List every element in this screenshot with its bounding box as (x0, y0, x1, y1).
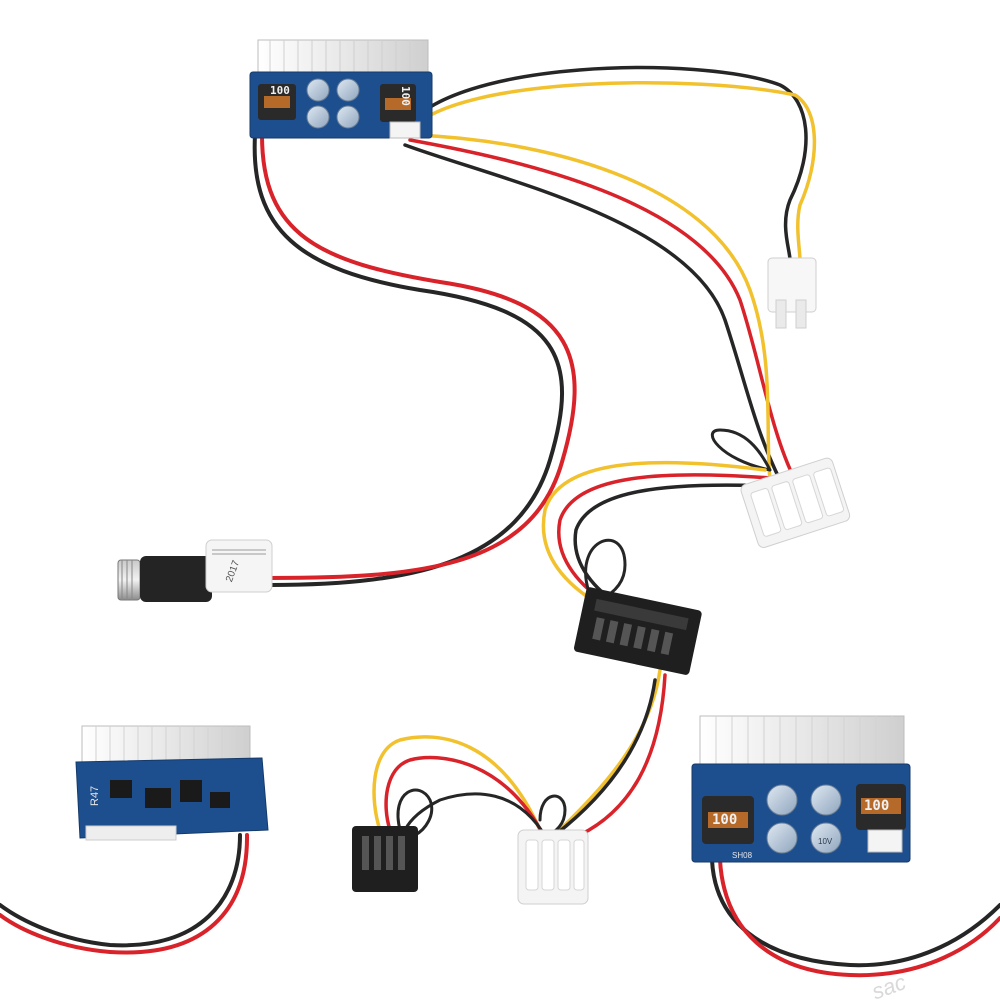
wire-molex-loop (710, 428, 772, 472)
wire-yellow-to-molex (413, 133, 772, 482)
inductor-icon: 100 (380, 84, 416, 122)
wire-yellow-to-sata (541, 460, 767, 607)
molex-connector-icon (517, 829, 589, 905)
atx-connector-icon (699, 715, 905, 769)
wire-red-bottom-right (718, 858, 1000, 978)
wire-sata-loop (584, 538, 627, 602)
wire-yellow-bottom (372, 735, 542, 832)
top-psu-board: 100 100 (249, 39, 433, 139)
wire-red-to-molex (408, 138, 797, 482)
capacitor-icon: 10V (766, 784, 842, 854)
wire-black-bottom-right (710, 858, 1000, 968)
molex-connector-icon (740, 457, 851, 548)
wire-red-to-sata (557, 473, 772, 607)
bottom-right-psu-board: 100 100 10V SH08 (691, 715, 911, 863)
4pin-connector (767, 257, 817, 329)
dc-jack-icon: 2017 (117, 539, 273, 602)
wire-yellow-to-4pin (408, 81, 817, 262)
sata-connector-icon (352, 826, 418, 892)
wire-red-down (578, 673, 667, 837)
br-inductor-left-label: 100 (712, 812, 737, 828)
wire-yellow-down (558, 668, 662, 832)
inductor-icon: 100 (856, 784, 906, 830)
inductor-icon: 100 (702, 796, 754, 844)
br-inductor-right-label: 100 (864, 798, 889, 814)
capacitor-icon (306, 78, 360, 129)
wire-black-down (553, 678, 657, 837)
wire-black-bottom-left (0, 833, 242, 948)
wire-black-bottom-loop (396, 788, 434, 837)
br-cap-text: 10V (818, 837, 833, 846)
wire-black-to-sata (573, 483, 772, 607)
top-inductor-right-label: 100 (399, 86, 412, 106)
wire-red-bottom (384, 755, 547, 840)
wire-black-to-4pin (403, 65, 808, 262)
top-inductor-left-label: 100 (270, 84, 290, 97)
wire-black-to-molex (403, 143, 782, 482)
wire-red-bottom-left (0, 833, 250, 955)
sata-connector-icon (574, 587, 702, 675)
wire-black-bottom (403, 792, 552, 847)
bottom-left-silkscreen: R47 (89, 786, 101, 806)
br-silkscreen: SH08 (732, 851, 753, 860)
wire-black-to-jack (252, 133, 564, 587)
inductor-icon: 100 (258, 84, 296, 120)
wire-red-to-jack (260, 133, 577, 580)
wire-harness (0, 65, 1000, 978)
bottom-left-psu-board: R47 (75, 725, 269, 841)
